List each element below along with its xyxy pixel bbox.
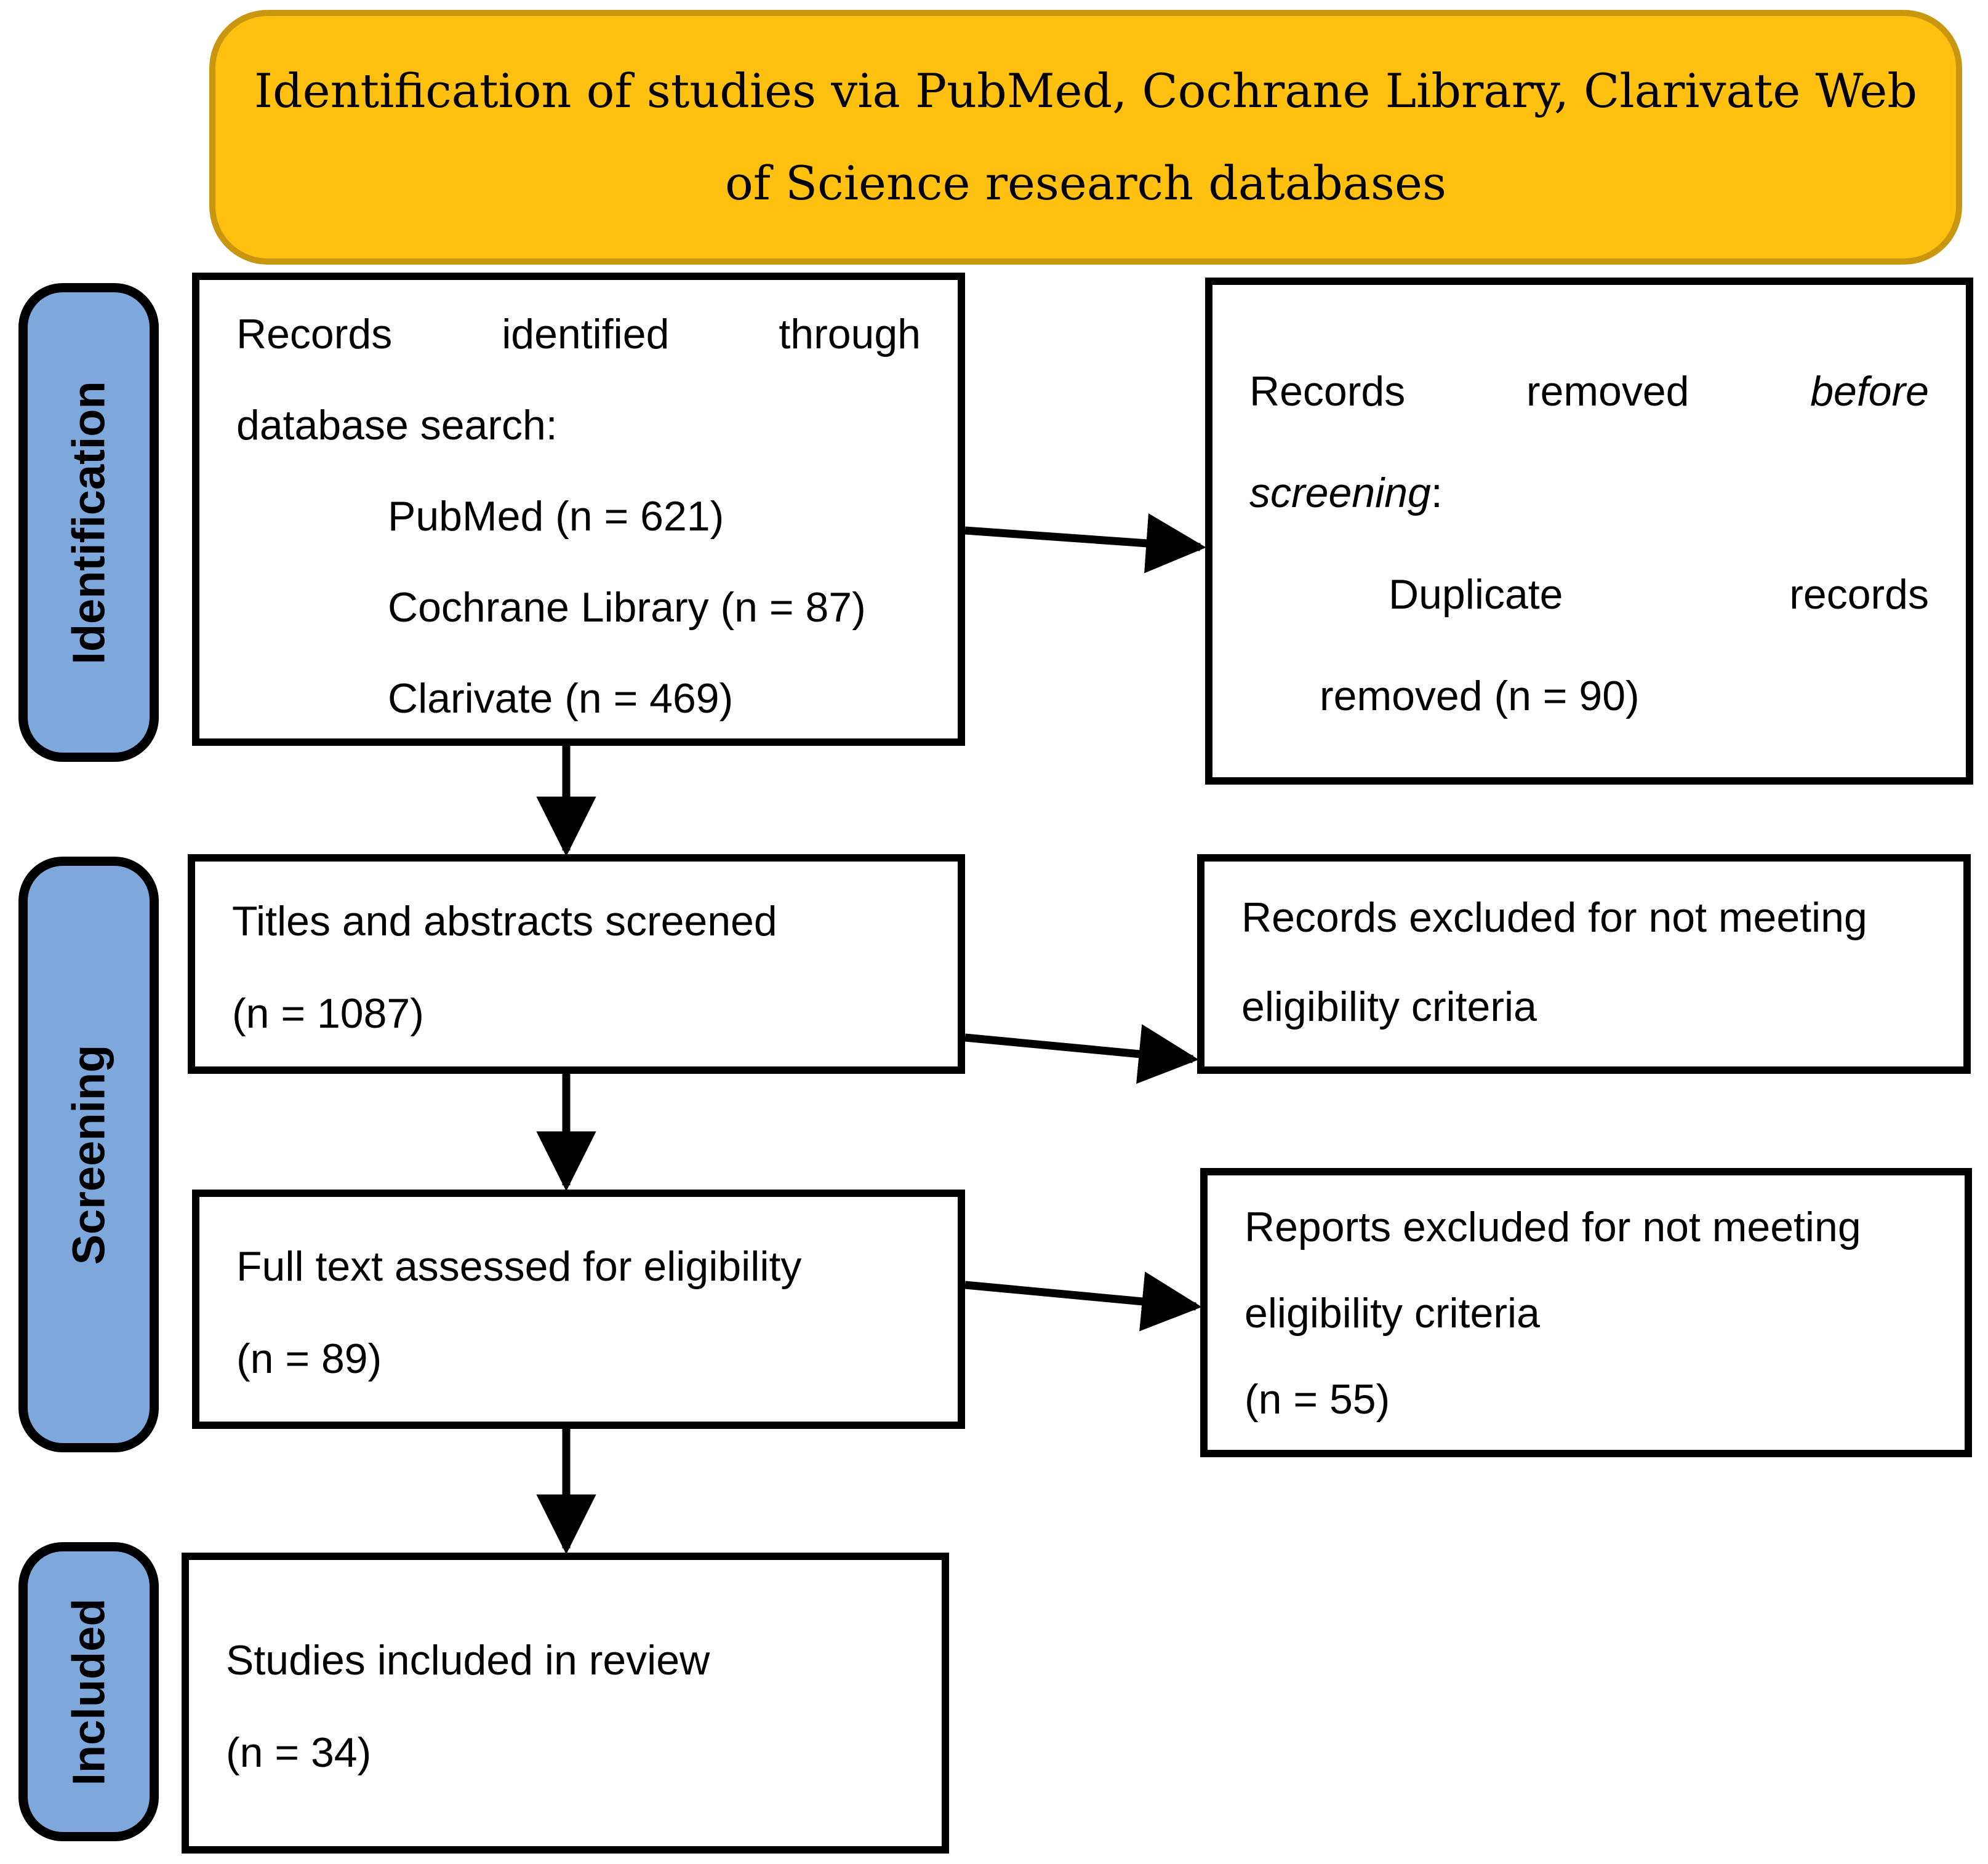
- word-italic: screening: [1249, 469, 1431, 516]
- titles-screened-line1: Titles and abstracts screened: [232, 898, 777, 945]
- word: records: [1789, 570, 1929, 618]
- records-removed-line1: Records removed before: [1249, 340, 1929, 442]
- box-records-removed: Records removed before screening : Dupli…: [1205, 278, 1973, 785]
- records-identified-line2: database search:: [236, 402, 558, 449]
- word: Records: [236, 311, 393, 358]
- word: identified: [502, 311, 670, 358]
- full-text-count: (n = 89): [236, 1335, 382, 1382]
- banner: Identification of studies via PubMed, Co…: [209, 10, 1962, 265]
- word: through: [779, 311, 921, 358]
- records-removed-line2: screening :: [1249, 442, 1929, 543]
- records-removed-line3: Duplicate records: [1249, 543, 1929, 645]
- records-removed-line4: removed (n = 90): [1320, 672, 1640, 719]
- banner-line2: of Science research databases: [725, 156, 1446, 210]
- stage-label-identification-text: Identification: [63, 380, 114, 665]
- studies-included-line1: Studies included in review: [226, 1637, 710, 1684]
- box-records-excluded: Records excluded for not meeting eligibi…: [1197, 854, 1971, 1074]
- arrow-fulltext-to-reports: [964, 1271, 1202, 1332]
- stage-label-screening-text: Screening: [63, 1044, 114, 1265]
- stage-label-screening: Screening: [18, 857, 159, 1452]
- studies-included-count: (n = 34): [226, 1729, 372, 1776]
- reports-excluded-line1: Reports excluded for not meeting: [1245, 1204, 1861, 1250]
- stage-label-identification: Identification: [18, 283, 159, 762]
- box-full-text-assessed: Full text assessed for eligibility (n = …: [192, 1190, 965, 1429]
- box-records-identified: Records identified through database sear…: [192, 273, 965, 746]
- box-titles-screened: Titles and abstracts screened (n = 1087): [188, 854, 965, 1074]
- banner-line1: Identification of studies via PubMed, Co…: [254, 63, 1918, 118]
- records-identified-item-pubmed: PubMed (n = 621): [388, 493, 724, 540]
- arrow-titles-to-excluded: [964, 1024, 1199, 1084]
- records-identified-item-clarivate: Clarivate (n = 469): [388, 675, 734, 722]
- box-reports-excluded: Reports excluded for not meeting eligibi…: [1200, 1168, 1972, 1457]
- records-excluded-line1: Records excluded for not meeting: [1241, 894, 1867, 941]
- full-text-line1: Full text assessed for eligibility: [236, 1243, 802, 1290]
- word: Duplicate: [1389, 570, 1563, 618]
- titles-screened-count: (n = 1087): [232, 990, 424, 1037]
- arrow-identified-to-removed: [964, 513, 1206, 574]
- records-excluded-line2: eligibility criteria: [1241, 983, 1537, 1030]
- colon: :: [1430, 469, 1443, 516]
- reports-excluded-line2: eligibility criteria: [1245, 1290, 1540, 1337]
- stage-label-included-text: Included: [63, 1598, 114, 1786]
- reports-excluded-count: (n = 55): [1245, 1376, 1390, 1423]
- word-italic: before: [1810, 367, 1929, 415]
- stage-label-included: Included: [18, 1542, 159, 1841]
- box-studies-included: Studies included in review (n = 34): [182, 1553, 949, 1854]
- records-identified-item-cochrane: Cochrane Library (n = 87): [388, 584, 866, 631]
- word: Records: [1249, 367, 1406, 415]
- word: removed: [1526, 367, 1689, 415]
- records-identified-line1: Records identified through: [236, 289, 921, 380]
